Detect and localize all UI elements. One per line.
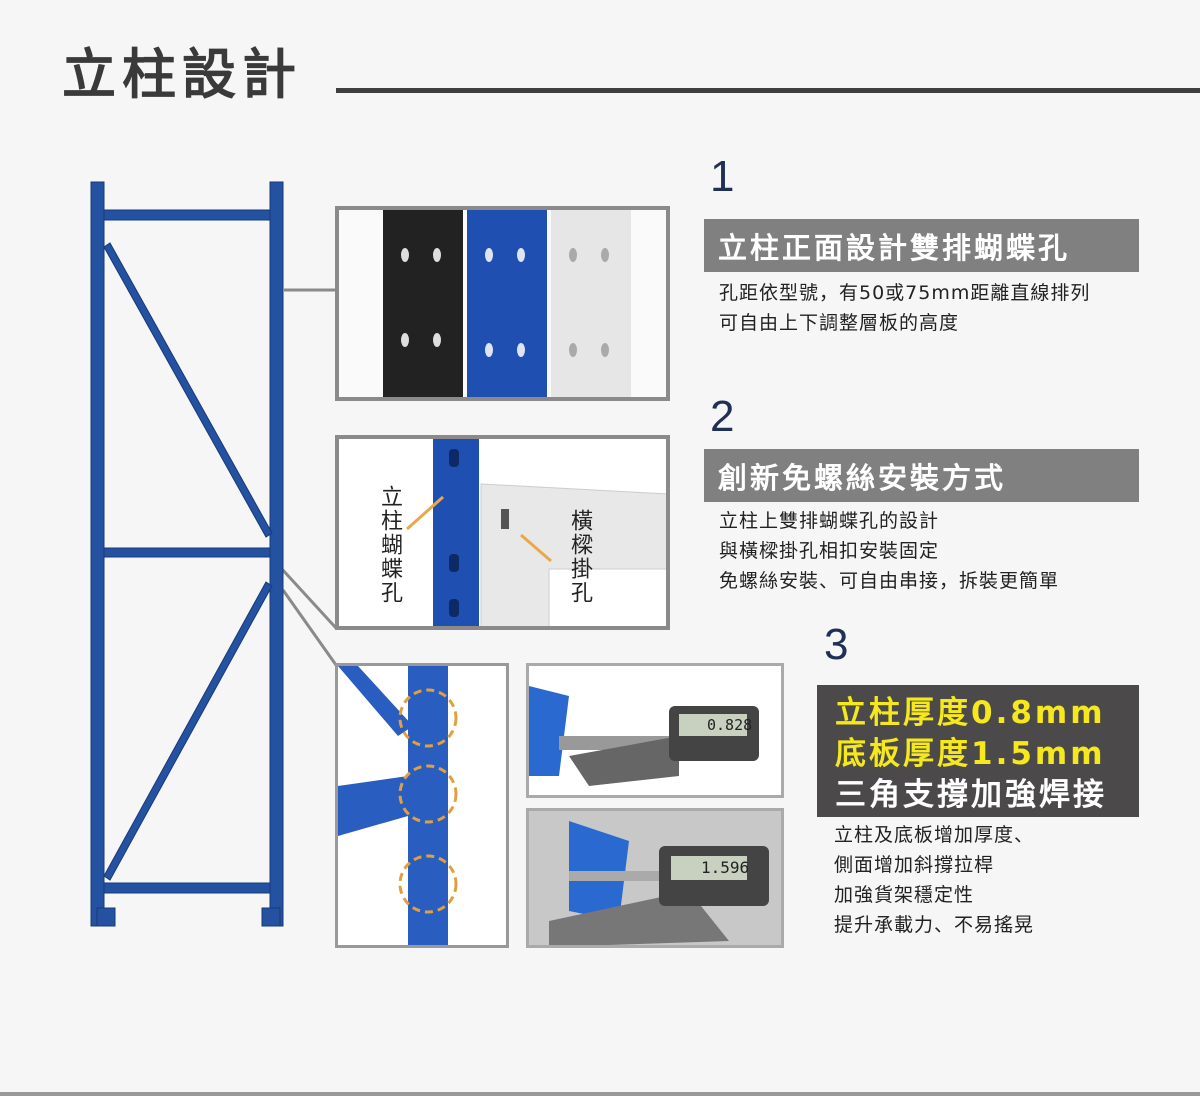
heading-line-welding: 三角支撐加強焊接 <box>835 777 1107 813</box>
gauge-reading-2: 1.596 <box>701 858 750 877</box>
title-divider <box>336 88 1200 93</box>
section-1-heading: 立柱正面設計雙排蝴蝶孔 <box>704 219 1139 272</box>
photo-welded-brace <box>335 663 509 948</box>
heading-line-upright-thickness: 立柱厚度0.8mm <box>835 695 1106 731</box>
desc-line: 可自由上下調整層板的高度 <box>719 312 960 334</box>
section-2-number: 2 <box>710 392 735 441</box>
section-3-number: 3 <box>824 620 849 669</box>
gauge-reading-1: 0.828 <box>707 716 753 734</box>
frame-crossbar-middle <box>103 547 271 558</box>
frame-upright-right <box>269 181 284 927</box>
desc-line: 立柱上雙排蝴蝶孔的設計 <box>719 510 940 532</box>
frame-diagonal-upper <box>103 242 273 538</box>
frame-crossbar-top <box>103 209 271 221</box>
desc-line: 加強貨架穩定性 <box>834 884 975 906</box>
frame-upright-left <box>90 181 105 927</box>
callout-beam-holes: 橫樑掛孔 <box>567 509 592 605</box>
desc-line: 立柱及底板增加厚度、 <box>834 824 1035 846</box>
section-2-heading: 創新免螺絲安裝方式 <box>704 449 1139 502</box>
frame-diagonal-lower <box>103 581 273 881</box>
desc-line: 孔距依型號，有50或75mm距離直線排列 <box>719 282 1091 304</box>
section-2-description: 立柱上雙排蝴蝶孔的設計 與橫樑掛孔相扣安裝固定 免螺絲安裝、可自由串接，拆裝更簡… <box>719 506 1059 596</box>
section-1-number: 1 <box>710 152 735 201</box>
desc-line: 側面增加斜撐拉桿 <box>834 854 995 876</box>
frame-foot-right <box>261 907 281 927</box>
page-title: 立柱設計 <box>62 43 302 106</box>
desc-line: 與橫樑掛孔相扣安裝固定 <box>719 540 940 562</box>
photo-micrometer-upright: 0.828 <box>526 663 784 798</box>
section-3-description: 立柱及底板增加厚度、 側面增加斜撐拉桿 加強貨架穩定性 提升承載力、不易搖晃 <box>834 820 1034 940</box>
frame-crossbar-bottom <box>103 882 271 894</box>
heading-line-base-thickness: 底板厚度1.5mm <box>835 736 1106 772</box>
blue-upright <box>467 210 547 397</box>
white-upright <box>551 210 631 397</box>
section-3-heading: 立柱厚度0.8mm 底板厚度1.5mm 三角支撐加強焊接 <box>817 685 1139 817</box>
bottom-divider <box>0 1092 1200 1096</box>
photo-boltless-assembly: 立柱蝴蝶孔 橫樑掛孔 <box>335 435 670 630</box>
callout-upright-holes: 立柱蝴蝶孔 <box>377 485 402 605</box>
frame-foot-left <box>96 907 116 927</box>
black-upright <box>383 210 463 397</box>
desc-line: 免螺絲安裝、可自由串接，拆裝更簡單 <box>719 570 1060 592</box>
photo-micrometer-base: 1.596 <box>526 808 784 948</box>
desc-line: 提升承載力、不易搖晃 <box>834 914 1035 936</box>
section-1-description: 孔距依型號，有50或75mm距離直線排列 可自由上下調整層板的高度 <box>719 278 1090 338</box>
photo-upright-colors <box>335 206 670 401</box>
upright-frame-illustration <box>90 181 338 927</box>
